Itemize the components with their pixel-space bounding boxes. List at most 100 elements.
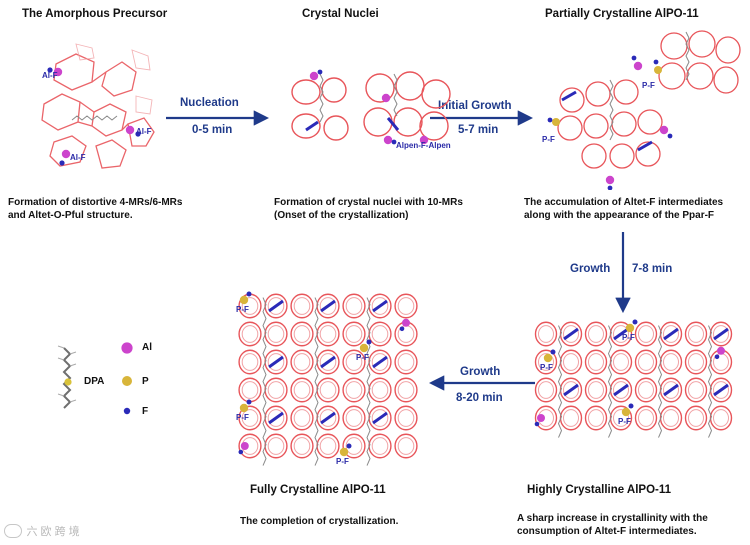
f-bridge: [714, 385, 728, 395]
framework-inner-ring: [539, 326, 554, 343]
arrow3-name: Growth: [570, 263, 610, 275]
framework-inner-ring: [242, 382, 258, 399]
framework-inner-ring: [320, 326, 336, 343]
framework-inner-ring: [589, 410, 604, 427]
f-bridge: [564, 329, 578, 339]
f-bridge: [321, 357, 335, 367]
legend-p-icon: [120, 374, 134, 388]
f-atom: [535, 422, 540, 427]
framework-inner-ring: [294, 326, 310, 343]
dpa-template-chain: [263, 298, 266, 466]
f-bridge: [664, 385, 678, 395]
framework-inner-ring: [589, 326, 604, 343]
framework-inner-ring: [689, 410, 704, 427]
framework-inner-ring: [294, 438, 310, 455]
framework-inner-ring: [398, 410, 414, 427]
framework-inner-ring: [398, 354, 414, 371]
framework-inner-ring: [639, 410, 654, 427]
f-bridge: [614, 385, 628, 395]
crystal-nuclei-structure: Alpen-F-Alpen: [284, 64, 464, 164]
framework-inner-ring: [268, 438, 284, 455]
framework-inner-ring: [664, 410, 679, 427]
framework-inner-ring: [320, 382, 336, 399]
amorphous-precursor-structure: Al-F Al-F Al-F: [36, 42, 160, 182]
p-atom: [626, 324, 634, 332]
amorphous-label-2: Al-F: [70, 153, 86, 162]
legend-p-label: P: [142, 376, 149, 387]
legend-al-icon: [120, 341, 134, 355]
f-atom: [400, 327, 405, 332]
f-bridge: [269, 357, 283, 367]
f-bridge: [269, 301, 283, 311]
arrow1-time: 0-5 min: [192, 124, 232, 136]
full-label-2: P-F: [236, 413, 249, 422]
arrow1-name: Nucleation: [180, 97, 239, 109]
nuclei-label-0: Alpen-F-Alpen: [396, 141, 451, 150]
f-bridge: [664, 329, 678, 339]
high-label-0: P-F: [622, 333, 635, 342]
framework-inner-ring: [294, 298, 310, 315]
f-bridge: [269, 413, 283, 423]
framework-inner-ring: [589, 382, 604, 399]
framework-inner-ring: [372, 438, 388, 455]
framework-inner-ring: [689, 382, 704, 399]
framework-inner-ring: [639, 382, 654, 399]
legend-f-label: F: [142, 406, 148, 417]
p-atom: [622, 408, 630, 416]
framework-inner-ring: [639, 354, 654, 371]
full-label-1: P-F: [356, 353, 369, 362]
framework-inner-ring: [346, 298, 362, 315]
p-atom: [360, 344, 368, 352]
framework-inner-ring: [564, 410, 579, 427]
f-bridge: [373, 301, 387, 311]
partial-label-0: P-F: [542, 135, 555, 144]
high-label-2: P-F: [618, 417, 631, 426]
f-bridge: [321, 301, 335, 311]
framework-inner-ring: [639, 326, 654, 343]
fully-crystalline-structure: P-F P-F P-F P-F: [234, 290, 428, 466]
dpa-template-chain: [367, 298, 370, 466]
f-atom: [247, 292, 252, 297]
arrow3-time: 7-8 min: [632, 263, 672, 275]
framework-inner-ring: [294, 410, 310, 427]
f-atom: [715, 355, 720, 360]
al-atom: [402, 319, 410, 327]
framework-inner-ring: [689, 326, 704, 343]
f-atom: [367, 340, 372, 345]
framework-inner-ring: [664, 354, 679, 371]
framework-inner-ring: [372, 326, 388, 343]
f-bridge: [714, 329, 728, 339]
dpa-molecule-icon: [56, 344, 82, 424]
watermark: 六 欧 跨 境: [4, 522, 80, 540]
framework-inner-ring: [346, 382, 362, 399]
framework-inner-ring: [398, 438, 414, 455]
full-label-0: P-F: [236, 305, 249, 314]
arrow4-name: Growth: [460, 366, 500, 378]
framework-inner-ring: [398, 298, 414, 315]
p-atom: [240, 404, 248, 412]
framework-inner-ring: [346, 410, 362, 427]
amorphous-label-1: Al-F: [136, 127, 152, 136]
p-atom: [544, 354, 552, 362]
f-atom: [551, 350, 556, 355]
framework-inner-ring: [564, 354, 579, 371]
framework-inner-ring: [268, 326, 284, 343]
f-atom: [247, 400, 252, 405]
framework-inner-ring: [320, 438, 336, 455]
f-bridge: [564, 385, 578, 395]
framework-inner-ring: [346, 326, 362, 343]
legend-al-label: Al: [142, 342, 152, 353]
legend-f-icon: [122, 406, 132, 416]
full-label-3: P-F: [336, 457, 349, 466]
f-bridge: [321, 413, 335, 423]
framework-inner-ring: [294, 354, 310, 371]
framework-inner-ring: [539, 382, 554, 399]
framework-inner-ring: [242, 354, 258, 371]
f-atom: [629, 404, 634, 409]
watermark-logo-icon: [4, 524, 22, 538]
f-atom: [633, 320, 638, 325]
framework-inner-ring: [294, 382, 310, 399]
f-bridge: [373, 357, 387, 367]
amorphous-label-0: Al-F: [42, 71, 58, 80]
watermark-text: 六 欧 跨 境: [26, 526, 79, 538]
